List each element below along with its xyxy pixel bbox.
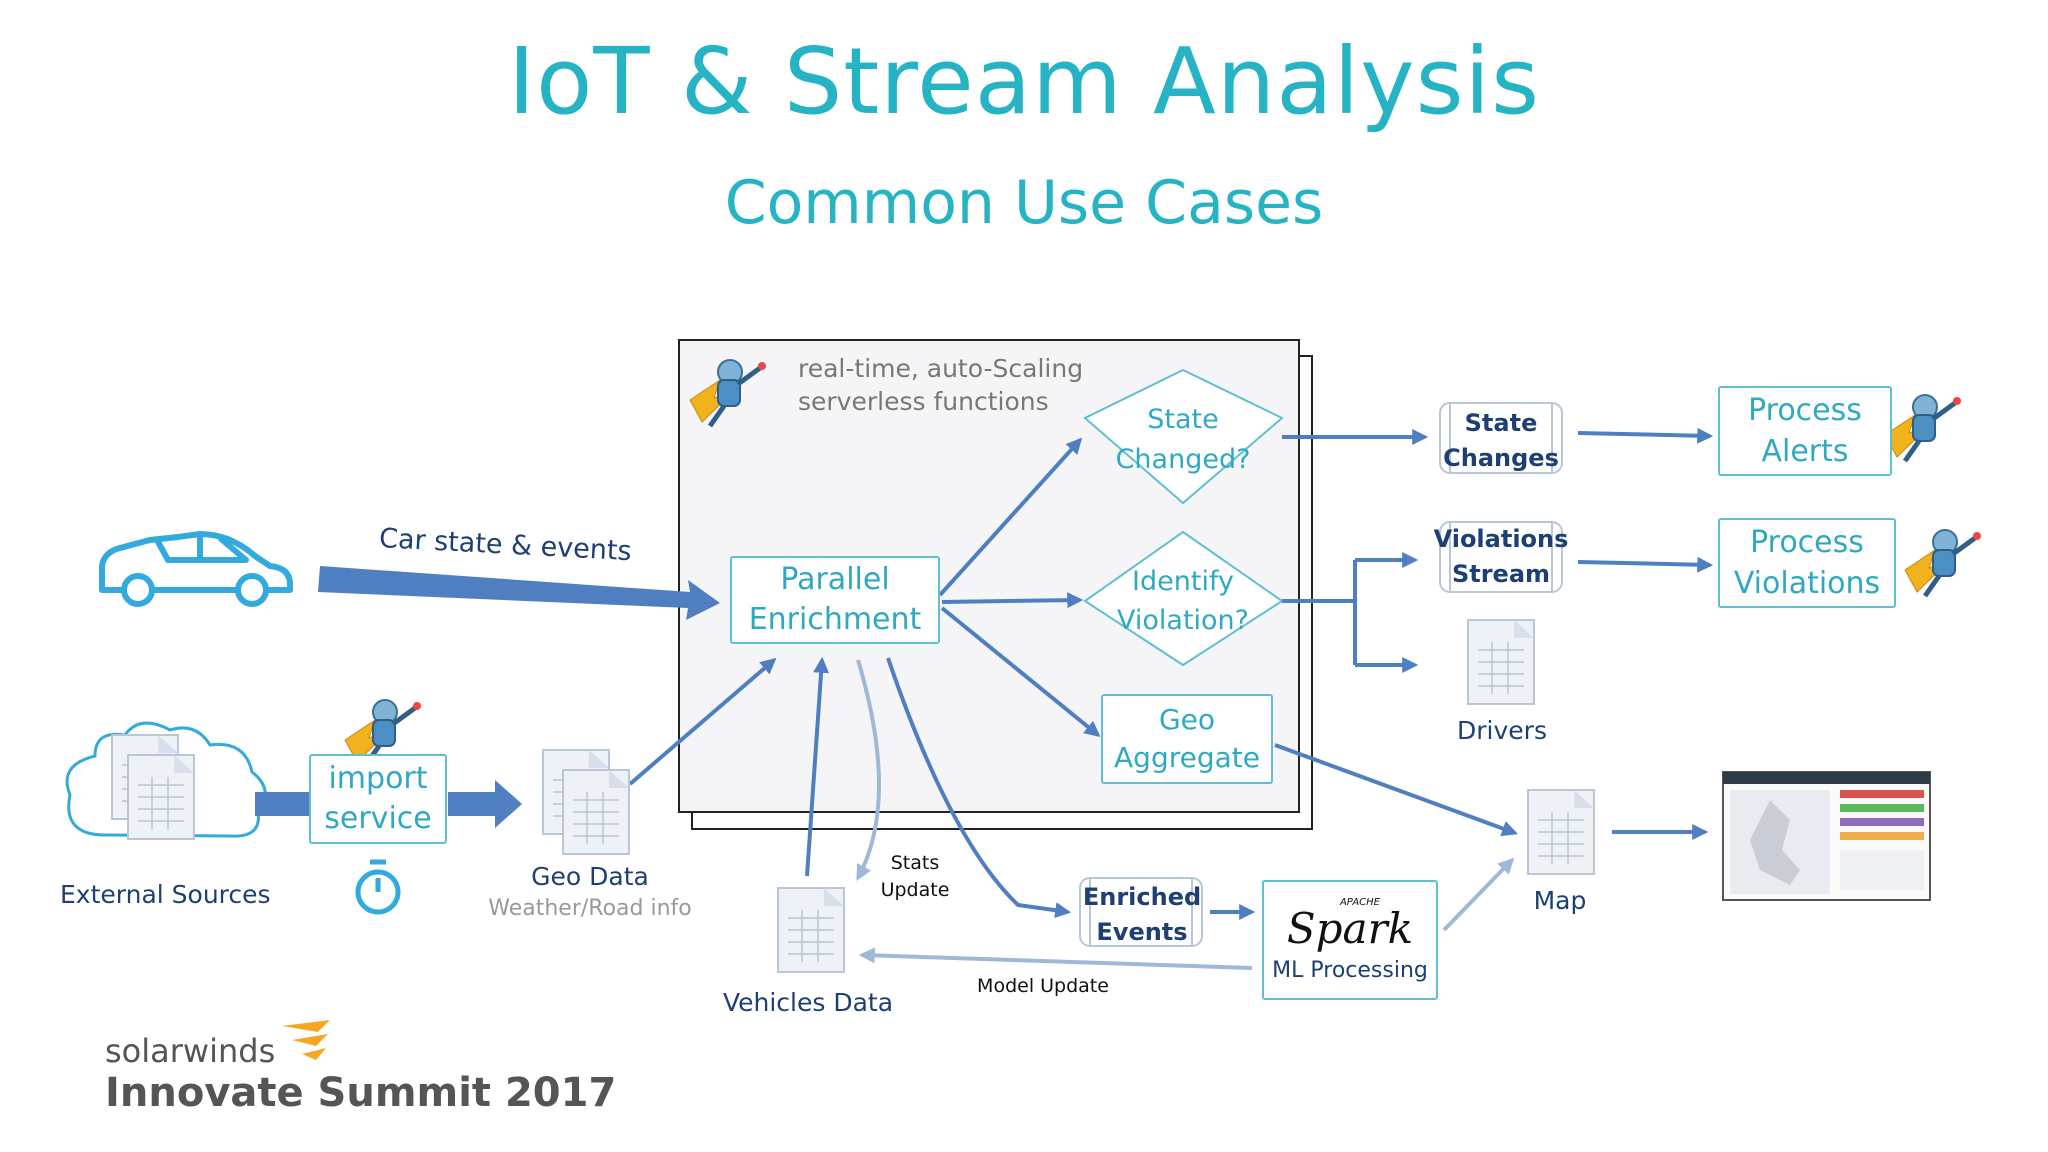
vehicles-to-enrichment-arrow	[805, 656, 830, 877]
ml-processing-label: ML Processing	[1272, 958, 1428, 983]
page-subtitle: Common Use Cases	[724, 168, 1324, 238]
stream-to-process-violations-arrow	[1577, 556, 1714, 573]
drivers-sheet-icon	[1467, 619, 1535, 705]
parallel-enrichment-label-2: Enrichment	[748, 602, 922, 637]
cloud-to-import-arrow	[255, 792, 310, 816]
state-changes-label: State Changes	[1430, 406, 1572, 476]
enrichment-to-state-arrow	[938, 437, 1083, 597]
process-alerts-node: Process Alerts	[1718, 386, 1892, 476]
page-title: IoT & Stream Analysis	[507, 28, 1540, 135]
state-changes-to-alerts-arrow	[1577, 427, 1714, 444]
enriched-events-label-2: Events	[1096, 918, 1188, 946]
solarwinds-logo-icon	[282, 1020, 330, 1060]
event-name: Innovate Summit 2017	[105, 1070, 617, 1116]
import-service-label-2: service	[324, 801, 432, 836]
geo-aggregate-node: Geo Aggregate	[1101, 694, 1273, 784]
alerts-hero-icon	[1885, 395, 1961, 461]
parallel-enrichment-label-1: Parallel	[780, 562, 890, 597]
identify-violation-label-1: Identify	[1132, 566, 1234, 597]
geo-to-map-arrow	[1274, 743, 1519, 837]
stopwatch-icon	[355, 859, 401, 915]
stats-update-label-2: Update	[880, 879, 950, 901]
process-alerts-label-1: Process	[1748, 393, 1862, 428]
violations-stream-shape	[1439, 521, 1563, 593]
violations-stream-label-2: Stream	[1451, 560, 1551, 588]
geo-aggregate-label-1: Geo	[1158, 703, 1216, 736]
container-caption-line-1: real-time, auto-Scaling	[798, 354, 1084, 383]
container-caption-line-2: serverless functions	[798, 387, 1049, 416]
state-changes-stream-shape	[1439, 402, 1563, 474]
enrichment-to-violation-arrow	[941, 592, 1084, 609]
enrichment-to-enriched-events-arrow	[886, 657, 1072, 919]
geo-data-label: Geo Data	[531, 862, 649, 891]
identify-violation-label: Identify Violation?	[1110, 562, 1256, 640]
import-service-node: import service	[309, 754, 447, 844]
violations-hero-icon	[1905, 530, 1981, 596]
geo-data-sheet-icon-2	[562, 769, 630, 855]
enrichment-to-geo-arrow	[940, 606, 1101, 738]
spark-apache-label: APACHE	[1339, 897, 1381, 908]
car-icon	[99, 531, 293, 607]
vehicles-data-sheet-icon	[777, 887, 845, 973]
container-caption: real-time, auto-Scaling serverless funct…	[798, 354, 1083, 416]
geodata-to-enrichment-arrow	[628, 657, 777, 786]
stats-update-arrow	[856, 659, 881, 881]
vehicles-data-label: Vehicles Data	[722, 988, 894, 1017]
process-violations-label-1: Process	[1750, 525, 1864, 560]
drivers-label: Drivers	[1457, 716, 1547, 745]
import-to-geo-arrow	[448, 780, 522, 828]
enriched-events-label: Enriched Events	[1071, 880, 1213, 950]
model-update-label: Model Update	[977, 975, 1109, 997]
map-label: Map	[1533, 886, 1587, 915]
identify-violation-diamond	[1083, 530, 1284, 667]
spark-wordmark: Spark	[1286, 904, 1414, 953]
parallel-enrichment-node: Parallel Enrichment	[730, 556, 940, 644]
model-update-arrow	[858, 947, 1253, 970]
state-changed-label-1: State	[1147, 404, 1219, 435]
state-changed-diamond	[1083, 368, 1284, 505]
state-changed-label: State Changed?	[1110, 400, 1256, 480]
identify-violation-label-2: Violation?	[1117, 605, 1249, 636]
stats-update-label: Stats Update	[870, 850, 960, 904]
external-sources-label: External Sources	[60, 880, 271, 909]
car-to-enrichment-arrow	[318, 566, 720, 620]
enriched-events-stream-shape	[1079, 877, 1203, 947]
import-service-label-1: import	[328, 761, 428, 796]
enriched-events-label-1: Enriched	[1082, 883, 1202, 911]
external-sources-sheet-icon-2	[127, 754, 195, 840]
state-changed-label-2: Changed?	[1115, 444, 1251, 475]
company-name: solarwinds	[105, 1032, 276, 1070]
process-alerts-label-2: Alerts	[1761, 434, 1849, 469]
violations-stream-label-1: Violations	[1433, 525, 1569, 553]
spark-ml-node: APACHE Spark ML Processing	[1262, 880, 1438, 1000]
violations-stream-label: Violations Stream	[1430, 522, 1572, 592]
stats-update-label-1: Stats	[890, 852, 940, 874]
geo-aggregate-label-2: Aggregate	[1114, 741, 1260, 774]
process-violations-node: Process Violations	[1718, 518, 1896, 608]
state-changes-label-2: Changes	[1443, 444, 1559, 472]
spark-to-map-arrow	[1442, 857, 1515, 932]
map-sheet-icon	[1527, 789, 1595, 875]
state-changes-label-1: State	[1464, 409, 1538, 437]
process-violations-label-2: Violations	[1733, 566, 1881, 601]
map-dashboard-thumbnail	[1722, 771, 1931, 901]
geo-data-sublabel: Weather/Road info	[488, 896, 692, 921]
